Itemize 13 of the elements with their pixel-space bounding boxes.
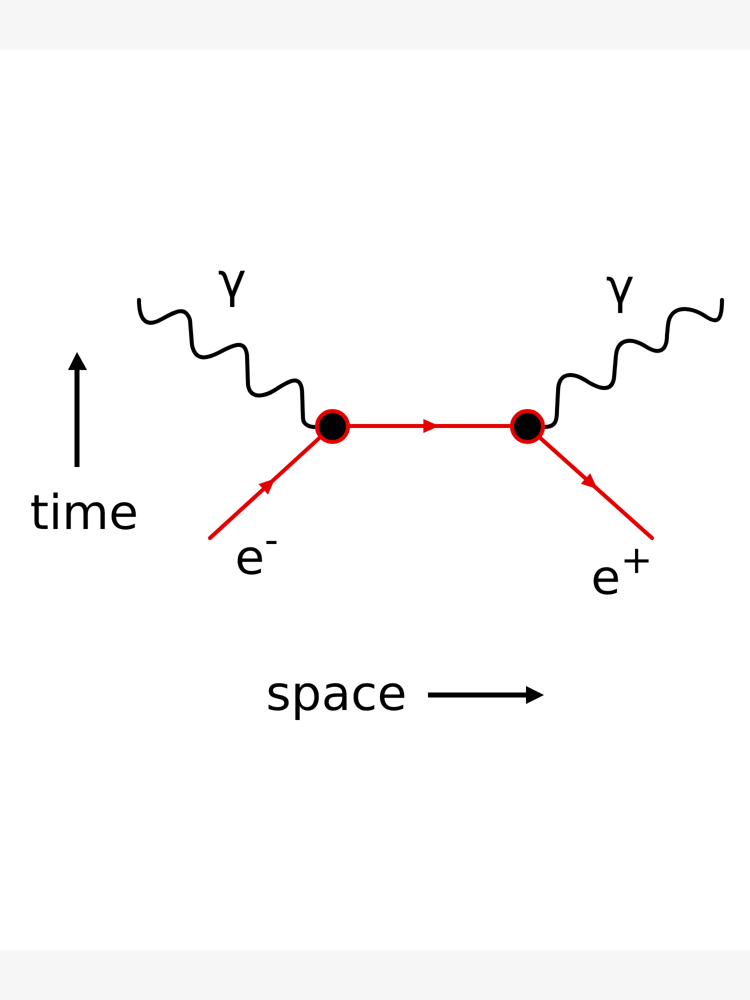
particle-label: e$^{-}$ [235,516,278,582]
vertex-dot [510,408,544,444]
particle-label: γ [606,263,634,311]
axis-label: time [30,489,138,537]
particle-label: γ [218,257,246,305]
arrow-line [208,436,322,540]
arrow-line [348,419,512,433]
wavy-line [542,298,724,429]
arrow-line [538,436,654,540]
particle-label: e$^{+}$ [591,536,653,602]
wavy-line [137,298,317,429]
axis-label: space [266,670,407,718]
vertex-dot [315,408,350,444]
